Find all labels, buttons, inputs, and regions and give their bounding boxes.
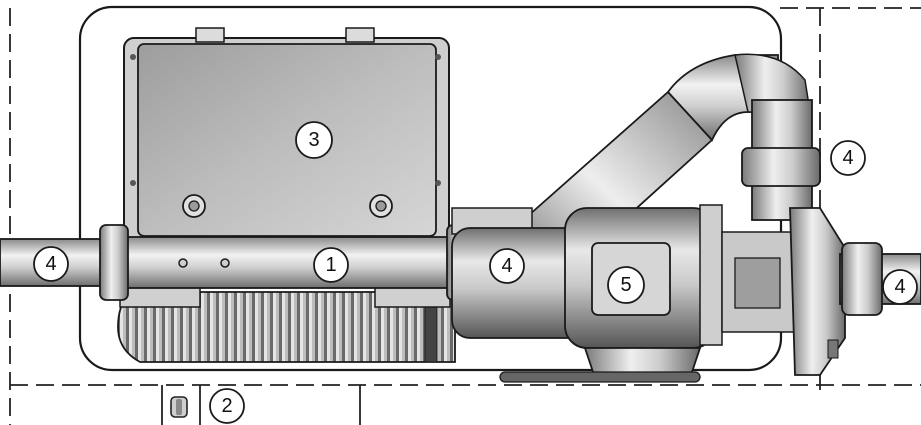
svg-text:4: 4 — [842, 147, 853, 169]
pump-motor — [451, 204, 723, 383]
callout-5: 5 — [607, 266, 645, 304]
callout-4-middle: 4 — [489, 248, 525, 284]
corrugated-hose — [117, 291, 456, 363]
callout-2: 2 — [209, 388, 245, 424]
svg-text:4: 4 — [894, 276, 905, 298]
heater-tube — [117, 236, 457, 289]
screw-icon — [435, 180, 441, 186]
control-box — [123, 27, 450, 249]
plug-icon — [170, 396, 188, 418]
bottom-panel — [161, 385, 361, 425]
svg-text:4: 4 — [501, 255, 512, 277]
screw-icon — [130, 54, 136, 60]
svg-text:5: 5 — [620, 274, 631, 296]
connector-port-icon — [369, 194, 393, 218]
callout-1: 1 — [313, 247, 349, 283]
callout-3: 3 — [295, 121, 333, 159]
svg-text:1: 1 — [325, 254, 336, 276]
svg-text:3: 3 — [308, 129, 319, 151]
vertical-pipe — [741, 99, 821, 221]
callout-4-left: 4 — [33, 246, 69, 282]
connector-port-icon — [182, 194, 206, 218]
pump-body — [721, 207, 846, 376]
svg-text:4: 4 — [45, 253, 56, 275]
svg-text:2: 2 — [221, 395, 232, 417]
callout-4-right: 4 — [882, 269, 918, 305]
screw-icon — [435, 54, 441, 60]
callout-4-top-right: 4 — [830, 140, 866, 176]
screw-icon — [130, 180, 136, 186]
